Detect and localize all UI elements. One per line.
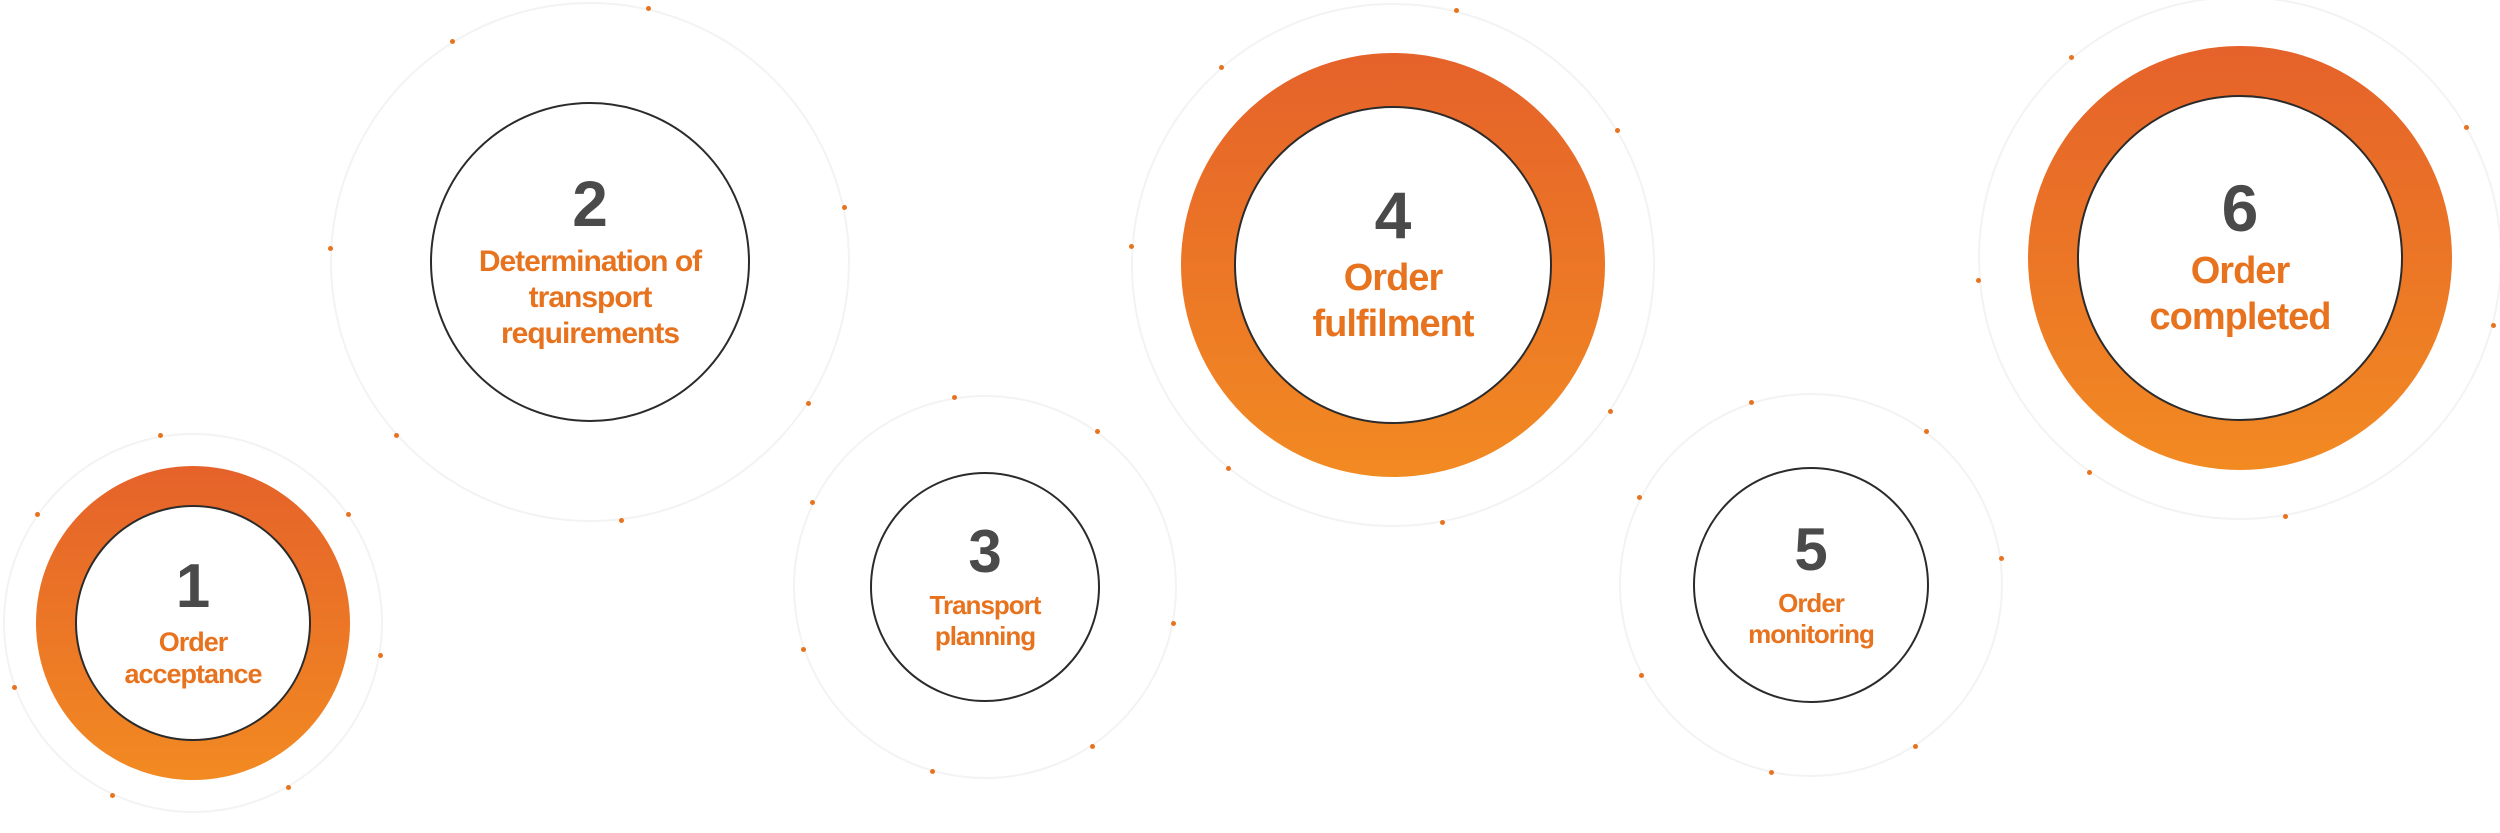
step-number: 4 (1374, 178, 1412, 253)
orbit-dot (1924, 429, 1930, 435)
halo-ring (793, 395, 1177, 779)
orbit-dot (1976, 278, 1982, 284)
orbit-dot (1768, 770, 1774, 776)
halo-ring (1619, 393, 2003, 777)
step-label: Order acceptance (124, 626, 262, 689)
orbit-dot (157, 433, 163, 439)
step-number: 2 (572, 168, 608, 240)
orbit-dot (1089, 743, 1095, 749)
halo-ring (3, 433, 383, 813)
step-label: Transport planning (929, 589, 1042, 651)
halo-ring (330, 2, 850, 522)
orbit-dot (1749, 399, 1755, 405)
orbit-dot (1170, 621, 1176, 627)
orbit-dot (394, 433, 400, 439)
orbit-dot (2490, 323, 2496, 329)
orbit-dot (1218, 64, 1224, 70)
orbit-dot (449, 39, 455, 44)
orbit-dot (1607, 409, 1613, 414)
orbit-dot (11, 685, 17, 691)
orbit-dot (1095, 429, 1101, 435)
orbit-dot (1638, 672, 1644, 678)
orbit-dot (1637, 495, 1643, 501)
orbit-dot (1440, 519, 1446, 525)
orbit-dot (327, 245, 333, 251)
orbit-dot (2087, 470, 2093, 476)
orbit-dot (841, 205, 847, 211)
orbit-dot (1225, 466, 1231, 472)
orbit-dot (952, 394, 958, 400)
orbit-dot (805, 401, 811, 407)
orbit-dot (619, 517, 625, 523)
orbit-dot (1129, 244, 1135, 250)
step-label: Determination of transport requirements (478, 245, 702, 350)
step-label: Order monitoring (1748, 587, 1875, 649)
orbit-dot (645, 6, 651, 12)
orbit-dot (110, 792, 116, 798)
orbit-dot (346, 511, 352, 517)
halo-ring (1131, 3, 1655, 527)
orbit-dot (1998, 555, 2004, 561)
step-label: Order fulfilment (1312, 257, 1475, 345)
step-number: 6 (2221, 171, 2259, 246)
orbit-dot (1615, 127, 1621, 133)
orbit-dot (377, 653, 383, 659)
step-number: 3 (968, 517, 1002, 585)
halo-ring (1978, 0, 2500, 520)
orbit-dot (929, 769, 935, 775)
orbit-dot (809, 500, 815, 506)
orbit-dot (34, 511, 40, 517)
orbit-dot (1913, 743, 1919, 749)
orbit-dot (285, 785, 291, 791)
step-label: Order completed (2149, 250, 2331, 338)
orbit-dot (2069, 54, 2075, 60)
step-number: 1 (175, 551, 211, 621)
orbit-dot (2464, 124, 2470, 130)
orbit-dot (1453, 8, 1459, 14)
step-number: 5 (1794, 515, 1828, 583)
orbit-dot (2282, 513, 2288, 519)
orbit-dot (800, 647, 806, 652)
